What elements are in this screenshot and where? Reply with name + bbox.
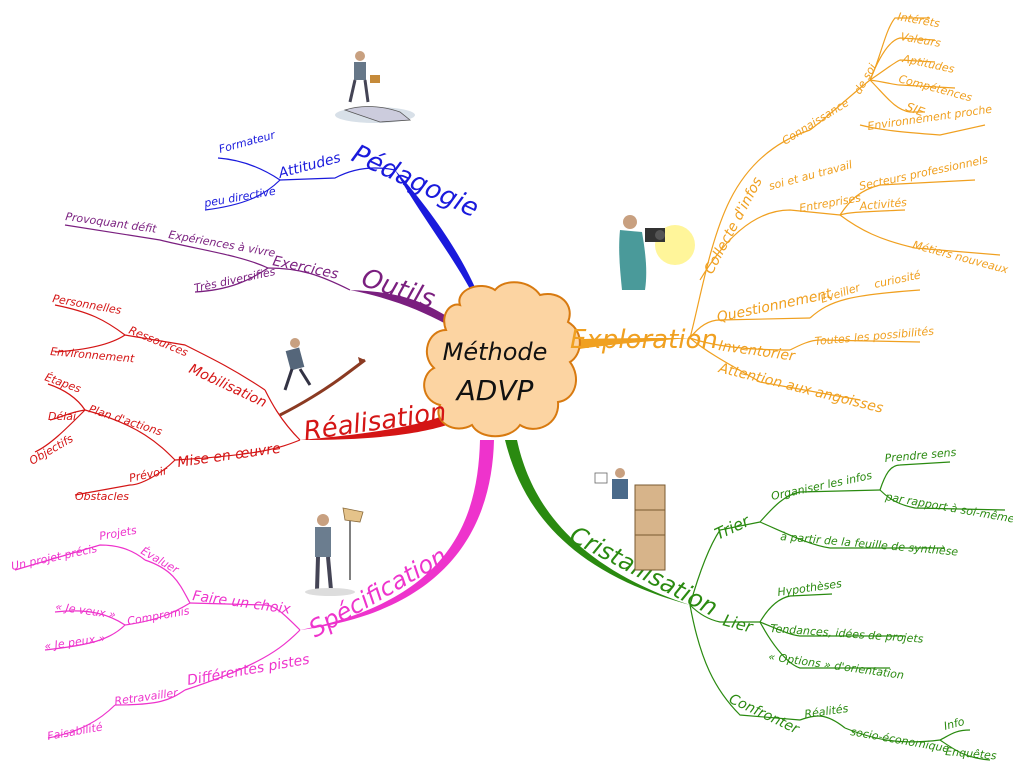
lier-label: Lier xyxy=(721,611,756,637)
hypotheses-label: Hypothèses xyxy=(777,577,843,599)
main-branches xyxy=(300,170,690,630)
env-proche-label: Environnement proche xyxy=(867,103,994,133)
mise-en-oeuvre-label: Mise en œuvre xyxy=(176,441,281,471)
center-node: Méthode ADVP xyxy=(423,281,581,438)
curiosite-label: curiosité xyxy=(873,268,922,291)
center-cloud xyxy=(423,281,581,438)
previsions-label: Prévoir xyxy=(128,464,170,485)
tres-diversifies-label: Très diversifiés xyxy=(193,265,277,295)
center-title-line1: Méthode xyxy=(443,338,548,366)
un-projet-precis-label: Un projet précis xyxy=(10,542,99,573)
options-label: « Options » d'orientation xyxy=(768,650,905,682)
questionnement-label: Questionnement xyxy=(716,286,834,326)
mobilisation-label: Mobilisation xyxy=(186,361,269,411)
projets-label: Projets xyxy=(98,524,138,543)
toutes-possibilites-label: Toutes les possibilités xyxy=(814,325,935,348)
faisabilite-label: Faisabilité xyxy=(46,720,103,743)
socio-label: socio-économique xyxy=(849,725,950,755)
realisation-group xyxy=(34,304,301,496)
climbing-figure-icon xyxy=(279,338,366,417)
entreprises-label: Entreprises xyxy=(798,191,862,215)
outils-group xyxy=(64,224,351,293)
delai-label: Délai xyxy=(48,410,76,423)
a-partir-label: à partir de la feuille de synthèse xyxy=(780,530,959,559)
je-veux-label: « Je veux » xyxy=(55,600,117,621)
je-peux-label: « Je peux » xyxy=(44,632,107,653)
ressources-label: Ressources xyxy=(127,324,190,360)
metiers-label: Métiers nouveaux xyxy=(911,238,1010,276)
exploration-label: Exploration xyxy=(570,325,718,355)
filing-cabinet-icon xyxy=(594,468,666,571)
formateur-label: Formateur xyxy=(217,128,277,156)
attitudes-label: Attitudes xyxy=(276,150,343,182)
organiser-label: Organiser les infos xyxy=(770,469,874,503)
handshake-figure-icon xyxy=(335,51,415,123)
soi-travail-label: soi et au travail xyxy=(767,158,853,193)
attention-label: Attention aux angoisses xyxy=(716,360,885,417)
realisation-label: Réalisation xyxy=(302,397,449,447)
thinking-figure-icon xyxy=(305,507,364,596)
enquetes-label: Enquêtes xyxy=(945,745,998,762)
obstacles-label: Obstacles xyxy=(75,490,129,503)
retravailler-label: Retravailler xyxy=(114,686,180,708)
branch-exploration xyxy=(560,338,690,352)
activites-label: Activités xyxy=(858,196,908,213)
tendances-label: Tendances, idées de projets xyxy=(770,622,924,646)
sie-label: SIE xyxy=(904,100,927,120)
differentes-pistes-label: Différentes pistes xyxy=(186,652,311,689)
realites-label: Réalités xyxy=(804,702,850,721)
etapes-label: Étapes xyxy=(43,371,83,396)
photographer-icon xyxy=(619,215,695,290)
branch-pedagogie xyxy=(395,170,482,305)
confronter-label: Confronter xyxy=(726,691,802,738)
faire-un-choix-label: Faire un choix xyxy=(191,588,292,618)
exploration-group xyxy=(689,17,1001,401)
par-rapport-label: par rapport à soi-même xyxy=(883,490,1013,526)
secteurs-label: Secteurs professionnels xyxy=(858,153,989,193)
branch-outils xyxy=(350,290,450,324)
environnement-label: Environnement xyxy=(50,345,136,365)
branch-realisation xyxy=(300,415,447,440)
experiences-label: Expériences à vivre xyxy=(167,228,276,260)
collecte-label: Collecte d'infos xyxy=(701,175,765,277)
connaissance-label: Connaissance xyxy=(780,96,852,147)
pedagogie-group xyxy=(204,157,396,211)
evaluer-label: Évaluer xyxy=(139,544,183,577)
specification-group xyxy=(14,544,301,739)
trier-label: Trier xyxy=(712,511,754,544)
aptitudes-label: Aptitudes xyxy=(900,52,955,76)
interets-label: Intérêts xyxy=(896,10,941,30)
outils-label: Outils xyxy=(358,263,439,315)
center-title-line2: ADVP xyxy=(455,374,534,407)
de-soi-label: de soi xyxy=(851,62,879,97)
pedagogie-label: Pédagogie xyxy=(347,139,483,224)
eveiller-label: Éveiller xyxy=(819,280,863,305)
prendre-sens-label: Prendre sens xyxy=(884,446,957,465)
peu-directive-label: peu directive xyxy=(202,185,277,211)
objectifs-label: Objectifs xyxy=(27,432,76,468)
inventorier-label: Inventorier xyxy=(717,338,797,365)
exercices-label: Exercices xyxy=(271,253,340,283)
info-label: Info xyxy=(942,715,966,733)
compromis-label: Compromis xyxy=(126,604,190,628)
cristallisation-group xyxy=(689,461,1006,761)
plan-action-label: Plan d'actions xyxy=(87,402,164,438)
valeurs-label: Valeurs xyxy=(899,30,942,50)
